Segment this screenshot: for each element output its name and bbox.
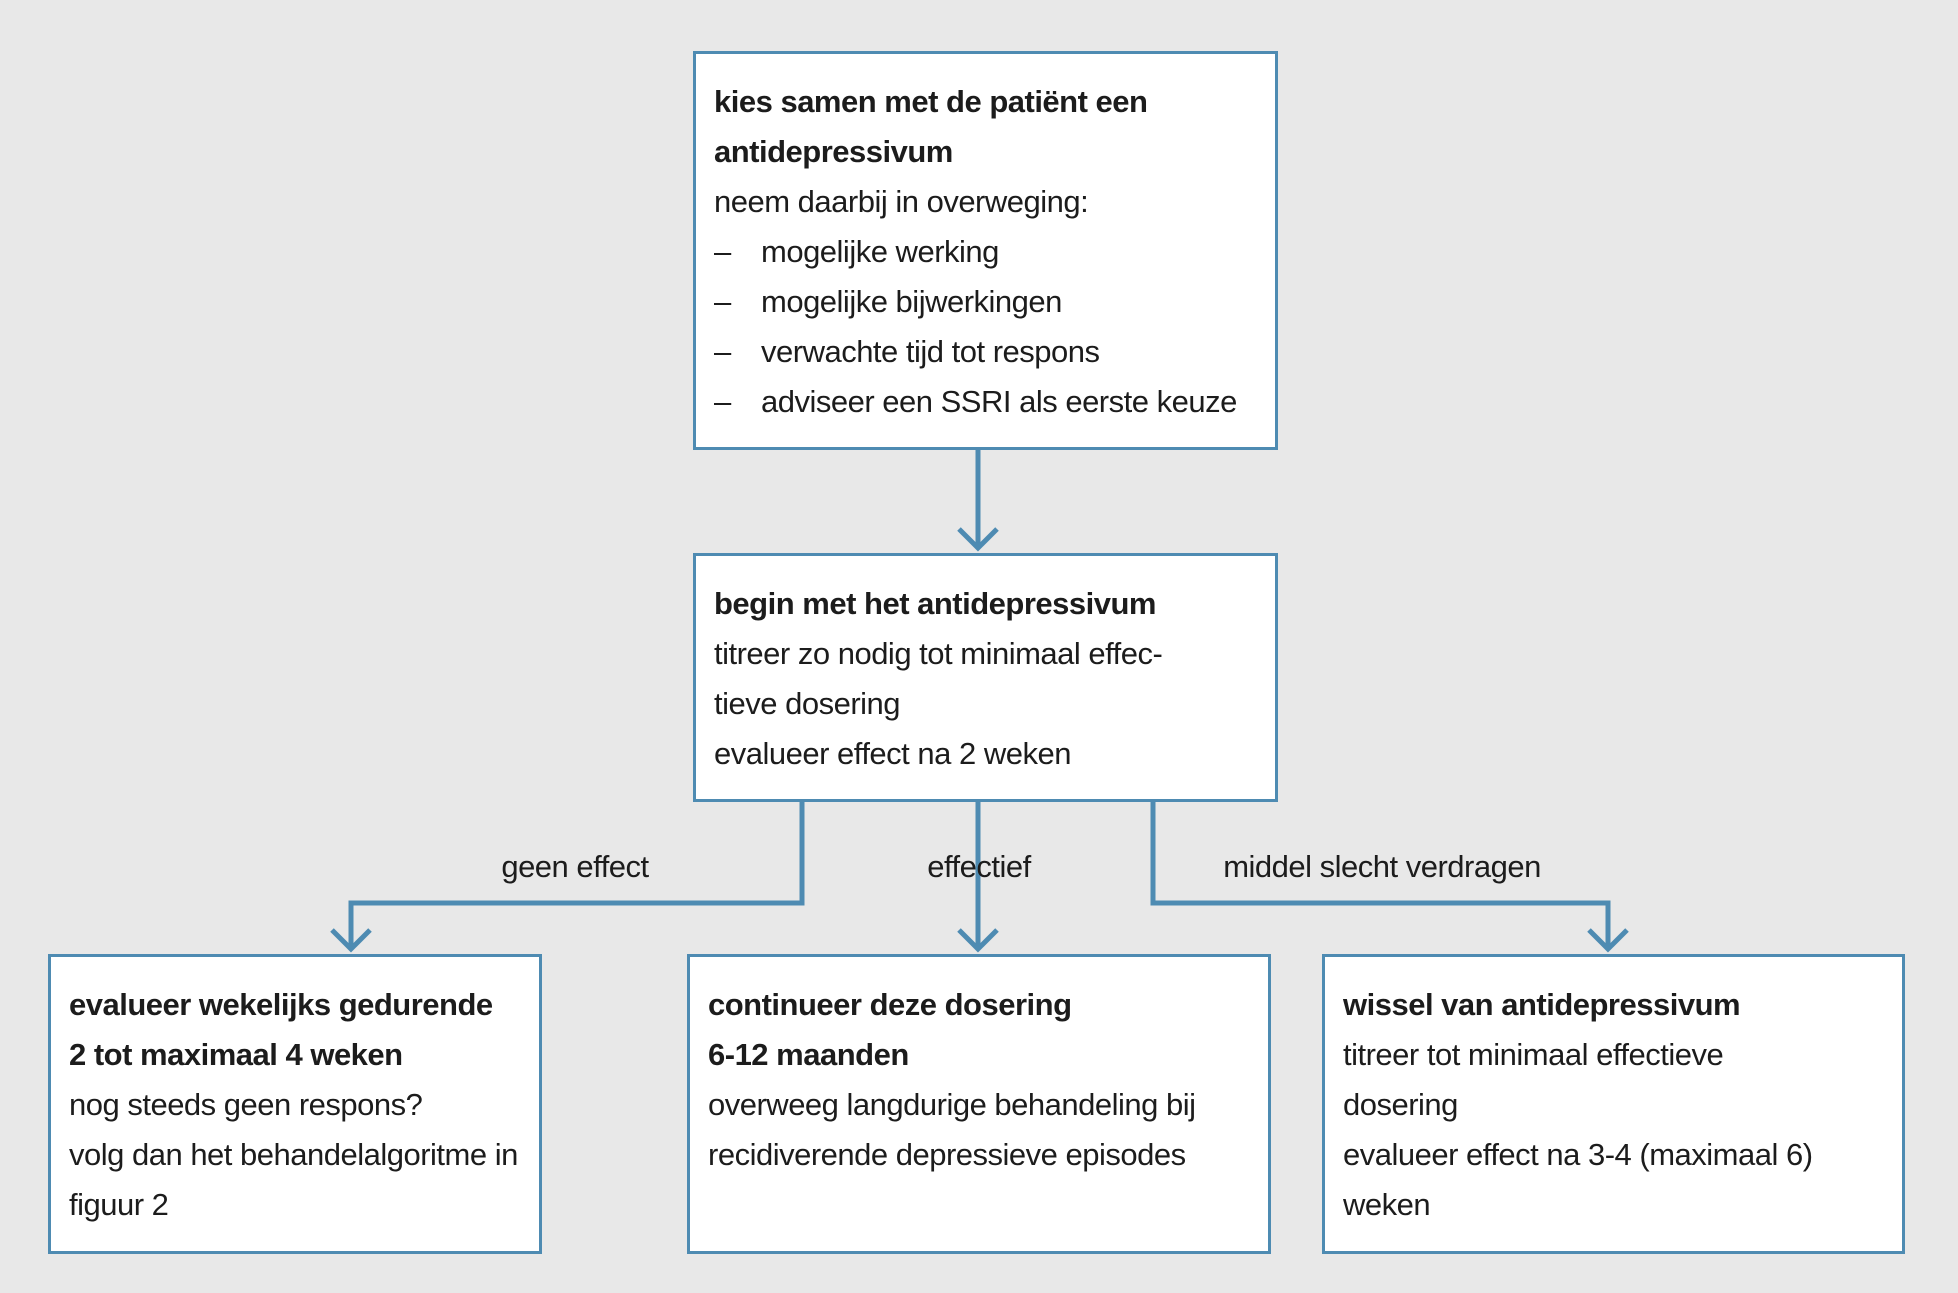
box-title: 6-12 maanden: [708, 1037, 909, 1072]
box-body-line: weken: [1343, 1187, 1431, 1222]
box-body-line: dosering: [1343, 1087, 1458, 1122]
box-body-line: volg dan het behandelalgoritme in: [69, 1137, 518, 1172]
box-title: antidepressivum: [714, 134, 953, 169]
box-start-antidepressant: begin met het antidepressivum titreer zo…: [693, 553, 1278, 802]
box-title: evalueer wekelijks gedurende: [69, 987, 493, 1022]
bullet-item: –adviseer een SSRI als eerste keuze: [714, 377, 1257, 427]
arrowhead-down-icon: [1587, 928, 1629, 953]
connector-poorly-tolerated: [1150, 801, 1611, 947]
box-body-line: figuur 2: [69, 1187, 169, 1222]
box-evaluate-weekly: evalueer wekelijks gedurende 2 tot maxim…: [48, 954, 542, 1254]
box-title: 2 tot maximaal 4 weken: [69, 1037, 403, 1072]
box-body-line: evalueer effect na 3-4 (maximaal 6): [1343, 1137, 1813, 1172]
arrowhead-down-icon: [957, 527, 999, 552]
edge-label-no-effect: geen effect: [501, 849, 649, 884]
bullet-text: mogelijke werking: [761, 234, 999, 269]
box-title: kies samen met de patiënt een: [714, 84, 1148, 119]
bullet-dash: –: [714, 384, 731, 419]
edge-label-effective: effectief: [927, 849, 1031, 884]
bullet-item: –verwachte tijd tot respons: [714, 327, 1257, 377]
box-choose-antidepressant: kies samen met de patiënt een antidepres…: [693, 51, 1278, 450]
box-switch-antidepressant: wissel van antidepressivum titreer tot m…: [1322, 954, 1905, 1254]
arrowhead-down-icon: [330, 928, 372, 953]
box-body-line: recidiverende depressieve episodes: [708, 1137, 1186, 1172]
bullet-text: verwachte tijd tot respons: [761, 334, 1100, 369]
box-body-line: tieve dosering: [714, 686, 901, 721]
box-body-line: nog steeds geen respons?: [69, 1087, 423, 1122]
bullet-item: –mogelijke werking: [714, 227, 1257, 277]
box-body-line: evalueer effect na 2 weken: [714, 736, 1071, 771]
bullet-text: mogelijke bijwerkingen: [761, 284, 1062, 319]
bullet-dash: –: [714, 334, 731, 369]
box-body-line: overweeg langdurige behandeling bij: [708, 1087, 1196, 1122]
arrowhead-down-icon: [957, 928, 999, 953]
box-body-line: titreer zo nodig tot minimaal effec-: [714, 636, 1163, 671]
box-title: begin met het antidepressivum: [714, 586, 1157, 621]
connector-no-effect: [348, 801, 805, 947]
box-body-line: titreer tot minimaal effectieve: [1343, 1037, 1724, 1072]
bullet-item: –mogelijke bijwerkingen: [714, 277, 1257, 327]
box-continue-dosing: continueer deze dosering 6-12 maanden ov…: [687, 954, 1271, 1254]
box-body-line: neem daarbij in overweging:: [714, 184, 1089, 219]
bullet-dash: –: [714, 284, 731, 319]
box-title: wissel van antidepressivum: [1343, 987, 1741, 1022]
edge-label-poorly-tolerated: middel slecht verdragen: [1223, 849, 1541, 884]
bullet-text: adviseer een SSRI als eerste keuze: [761, 384, 1237, 419]
box-title: continueer deze dosering: [708, 987, 1072, 1022]
bullet-dash: –: [714, 234, 731, 269]
